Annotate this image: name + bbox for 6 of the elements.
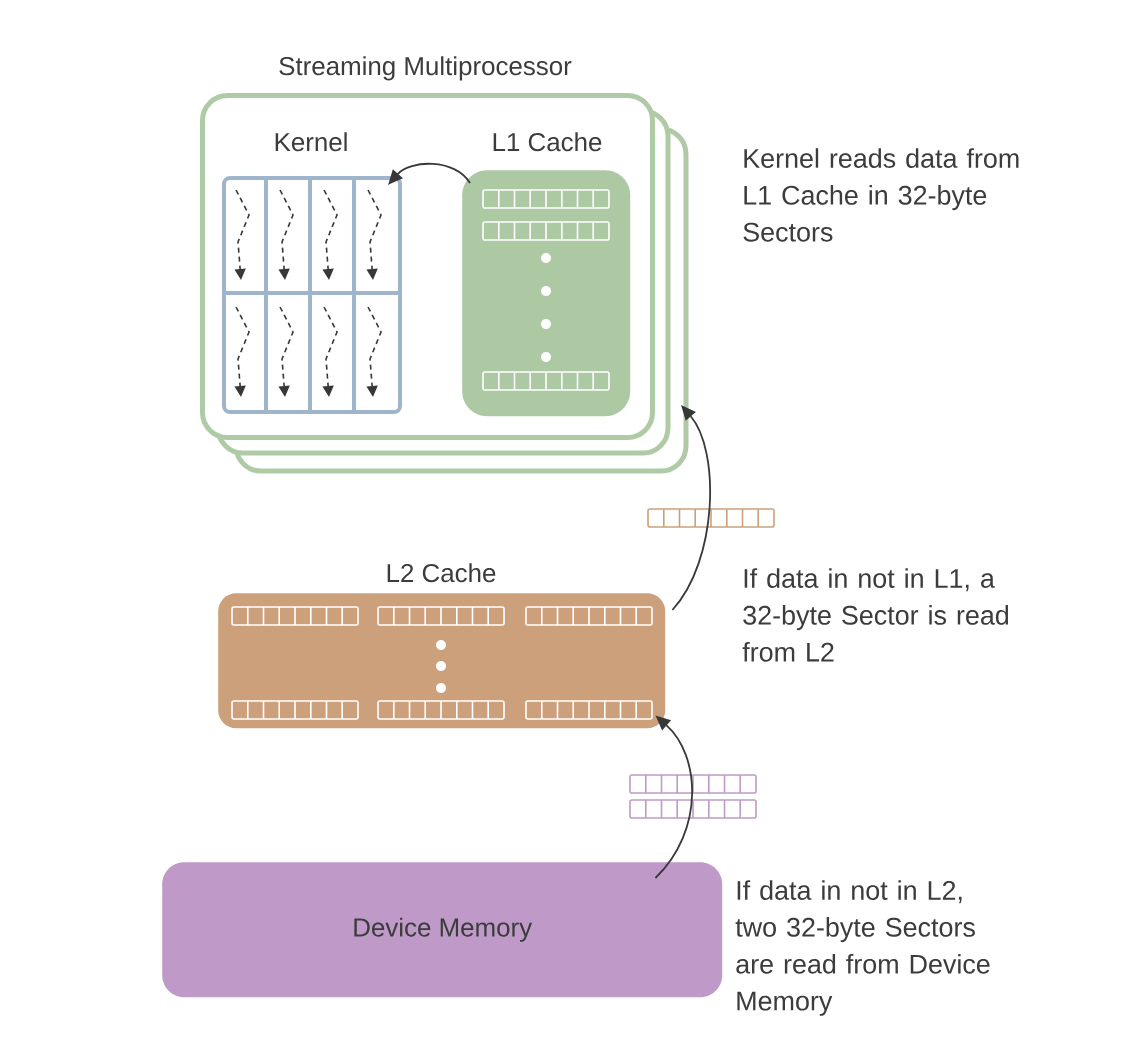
heading: L2 Cache <box>387 563 496 583</box>
heading: Streaming Multiprocessor <box>279 56 572 81</box>
arrow <box>671 405 711 611</box>
annotation: If data in not in L1, a 32-byte Sector is read from L2 <box>742 568 1009 662</box>
memory-block: Device Memory <box>162 862 723 998</box>
annotation: Kernel reads data from L1 Cache in 32-byte Sectors <box>743 148 1019 242</box>
